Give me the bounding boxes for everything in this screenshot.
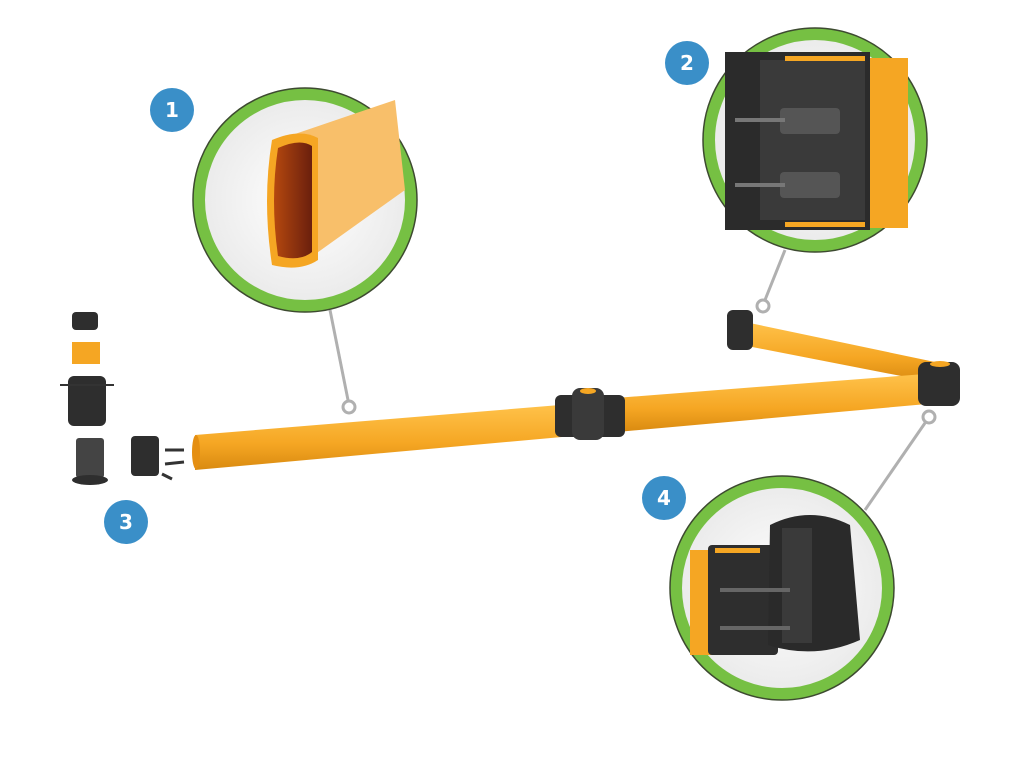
callout-badge-2: 2	[665, 41, 709, 85]
detail-circle-2	[702, 27, 928, 253]
detail-circle-4	[669, 475, 895, 701]
leader-line-2	[755, 249, 787, 314]
callout-badge-4: 4	[642, 476, 686, 520]
end-post-corner	[918, 362, 960, 406]
rear-tube	[742, 322, 935, 382]
exploded-parts	[60, 312, 185, 485]
leader-line-4	[863, 409, 937, 511]
main-tube-right	[615, 374, 927, 432]
detail-circle-1	[192, 87, 418, 313]
main-tube-left	[195, 405, 562, 470]
callout-badge-1: 1	[150, 88, 194, 132]
end-post-back	[727, 310, 753, 350]
callout-badge-3: 3	[104, 500, 148, 544]
barrier-assembly	[192, 310, 960, 470]
leader-line-1	[328, 309, 357, 415]
